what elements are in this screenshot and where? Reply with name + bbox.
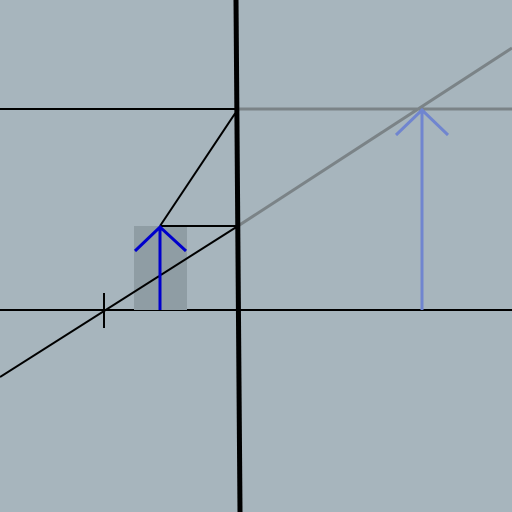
virtual-focal-ray-extension [237, 46, 512, 228]
object-arrow-head [133, 224, 188, 253]
lens [233, 0, 243, 512]
image-arrow [394, 107, 450, 310]
ray-object-to-lens-top [159, 108, 239, 227]
ray-through-focal-point [0, 225, 239, 378]
image-arrow-head [394, 107, 450, 137]
object-arrow[interactable] [133, 224, 188, 310]
